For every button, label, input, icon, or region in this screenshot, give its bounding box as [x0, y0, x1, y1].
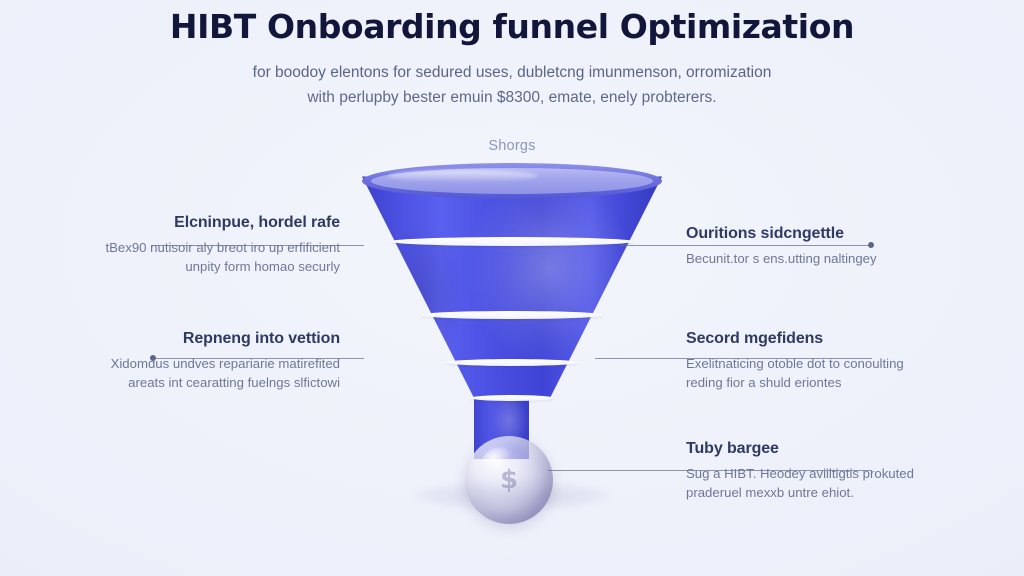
subtitle-line-2: with perlupby bester emuin $8300, emate,… — [307, 89, 717, 107]
connector-dot-left-2 — [150, 355, 156, 361]
annotation-right-3-heading: Tuby bargee — [686, 440, 779, 457]
connector-line-right-1 — [620, 245, 872, 246]
annotation-left-2: Repneng into vettion Xidomdus undves rep… — [48, 328, 341, 393]
funnel-output-sphere: $ — [465, 436, 553, 524]
funnel-graphic: $ — [362, 163, 662, 533]
connector-line-left-2 — [152, 358, 364, 359]
funnel-divider-band-1 — [390, 237, 634, 246]
annotation-left-2-body: Xidomdus undves repariarie matirefited a… — [48, 354, 340, 393]
annotation-left-2-heading: Repneng into vettion — [182, 330, 340, 347]
annotation-right-2-body: Exelitnaticing otoble dot to conoulting … — [686, 354, 978, 393]
annotation-right-1-heading: Ouritions sidcngettle — [686, 225, 844, 242]
connector-line-right-2 — [595, 358, 872, 359]
annotation-left-1: Elcninpue, hordel rafe tBex90 nutisoir a… — [48, 212, 340, 277]
dollar-sign-icon: $ — [499, 465, 519, 495]
annotation-right-3-body-line-1: Sug a HIBT. Heodey aviiltigtis prokuted — [686, 466, 914, 482]
annotation-right-1: Ouritions sidcngettle Becunit.tor s ens.… — [686, 223, 978, 268]
annotation-left-1-body-line-1: tBex90 nutisoir aly breot iro up erfific… — [105, 240, 340, 256]
header: HIBT Onboarding funnel Optimization for … — [0, 6, 1024, 110]
funnel-divider-band-2 — [420, 311, 604, 319]
annotation-left-1-heading: Elcninpue, hordel rafe — [174, 214, 340, 231]
annotation-right-2-body-line-1: Exelitnaticing otoble dot to conoulting — [686, 356, 904, 372]
funnel-stage-label: Shorgs — [488, 138, 536, 154]
annotation-right-2-body-line-2: reding fior a shuld eriontes — [686, 375, 842, 391]
connector-line-left-1 — [152, 245, 364, 246]
funnel-divider-band-4 — [470, 395, 554, 401]
funnel-rim-highlight — [388, 170, 538, 182]
page-subtitle: for boodoy elentons for sedured uses, du… — [162, 60, 862, 110]
annotation-right-2: Secord mgefidens Exelitnaticing otoble d… — [686, 328, 978, 393]
annotation-right-1-body: Becunit.tor s ens.utting naltingey — [686, 249, 978, 268]
annotation-left-2-body-line-1: Xidomdus undves repariarie matirefited — [110, 356, 340, 372]
page-title: HIBT Onboarding funnel Optimization — [169, 7, 855, 46]
connector-line-right-3 — [548, 470, 872, 471]
annotation-right-1-body-line-1: Becunit.tor s ens.utting naltingey — [686, 251, 877, 267]
annotation-right-3: Tuby bargee Sug a HIBT. Heodey aviiltigt… — [686, 438, 978, 503]
subtitle-line-1: for boodoy elentons for sedured uses, du… — [252, 64, 772, 82]
annotation-left-2-body-line-2: areats int cearatting fuelngs slfictowi — [128, 375, 340, 391]
annotation-right-3-body: Sug a HIBT. Heodey aviiltigtis prokuted … — [686, 464, 978, 503]
annotation-left-1-body-line-2: unpity form homao securly — [185, 259, 340, 275]
annotation-right-2-heading: Secord mgefidens — [686, 330, 824, 347]
connector-dot-right-1 — [868, 242, 874, 248]
annotation-left-1-body: tBex90 nutisoir aly breot iro up erfific… — [48, 238, 340, 277]
funnel-divider-band-3 — [446, 359, 578, 366]
annotation-right-3-body-line-2: praderuel mexxb untre ehiot. — [686, 485, 854, 501]
